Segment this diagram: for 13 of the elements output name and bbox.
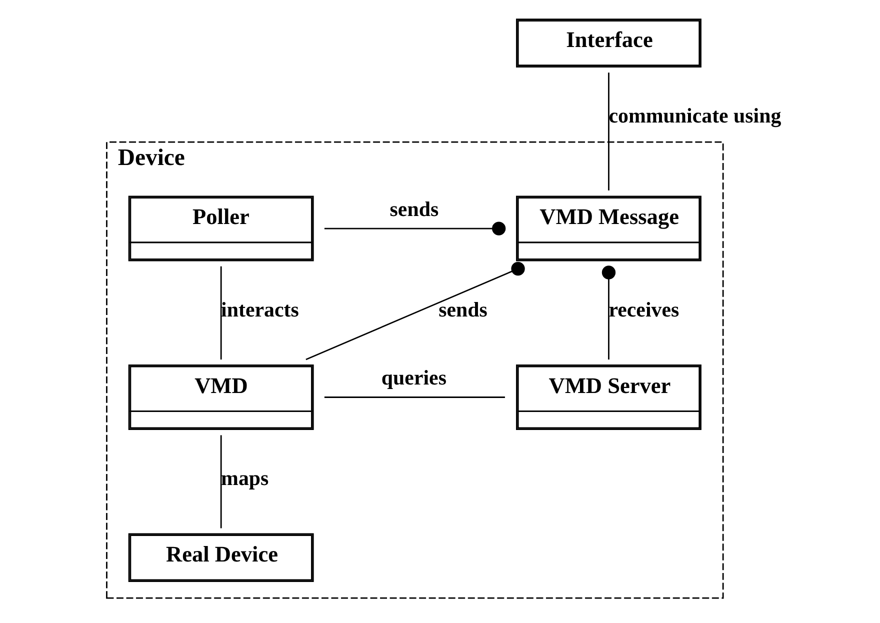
edge-label: interacts xyxy=(221,297,299,322)
connector xyxy=(324,396,505,398)
connector xyxy=(602,266,616,360)
connector xyxy=(220,266,222,360)
connector xyxy=(306,262,525,360)
edge-label: communicate using xyxy=(608,104,782,128)
edge-label: sends xyxy=(438,297,488,322)
edge-label: queries xyxy=(381,366,446,390)
edge-label: maps xyxy=(221,466,269,490)
connector xyxy=(220,435,222,528)
edge-label: sends xyxy=(390,196,439,221)
connector xyxy=(608,72,610,190)
connector xyxy=(324,222,506,236)
